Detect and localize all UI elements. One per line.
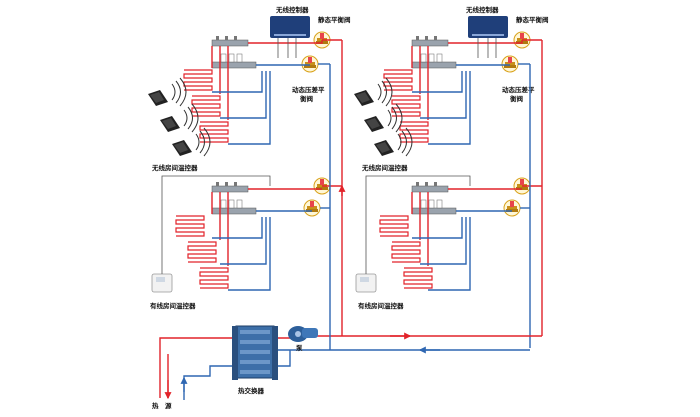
wireless-thermostat-3 — [171, 127, 211, 157]
coil-ru-2 — [391, 95, 421, 117]
dynamic-valve-left-lower — [303, 199, 321, 217]
label-wireless-thermostat-right: 无线房间温控器 — [361, 163, 408, 172]
label-wired-thermostat-left: 有线房间温控器 — [150, 301, 196, 310]
left-lower-unit: 有线房间温控器 — [150, 175, 331, 310]
wireless-thermostat-1 — [147, 77, 187, 107]
supply-to-source — [159, 337, 232, 398]
label-dynamic-valve-right-2: 衡阀 — [510, 94, 524, 103]
return-to-source — [183, 365, 232, 400]
left-upper-unit: 无线控制器 静态平衡阀 动态压差平 衡阀 无线房间温控器 — [147, 5, 351, 172]
label-heat-source: 热 源 — [152, 401, 172, 410]
right-lower-unit: 有线房间温控器 — [355, 175, 531, 310]
wireless-controller-left — [270, 16, 310, 38]
label-static-valve-left: 静态平衡阀 — [318, 15, 351, 24]
heat-exchanger — [232, 325, 278, 380]
label-wireless-thermostat-left: 无线房间温控器 — [151, 163, 198, 172]
wired-thermostat-right — [355, 273, 377, 293]
manifold-right-upper — [411, 35, 457, 69]
coil-lu-1 — [183, 69, 213, 91]
label-wireless-controller-right: 无线控制器 — [465, 5, 499, 14]
label-dynamic-valve-right-1: 动态压差平 — [502, 85, 535, 94]
label-wireless-controller-left: 无线控制器 — [275, 5, 309, 14]
dynamic-valve-right-lower — [503, 199, 521, 217]
dynamic-valve-left — [301, 55, 319, 73]
coil-ll-1 — [175, 215, 205, 237]
wireless-controller-right — [468, 16, 508, 38]
coil-lu-2 — [191, 95, 221, 117]
label-pump: 泵 — [295, 343, 303, 352]
coil-rl-3 — [403, 267, 433, 289]
wired-thermostat-left — [151, 273, 173, 293]
label-wired-thermostat-right: 有线房间温控器 — [358, 301, 404, 310]
manifold-left-lower — [211, 181, 257, 215]
manifold-right-lower — [411, 181, 457, 215]
coil-rl-1 — [379, 215, 409, 237]
coil-rl-2 — [391, 241, 421, 263]
label-heat-exchanger: 热交换器 — [238, 386, 265, 395]
dynamic-valve-right — [501, 55, 519, 73]
label-static-valve-right: 静态平衡阀 — [516, 15, 549, 24]
coil-ru-3 — [399, 121, 429, 143]
main-risers — [159, 39, 543, 400]
coil-ll-3 — [199, 267, 229, 289]
label-dynamic-valve-left-1: 动态压差平 — [292, 85, 325, 94]
manifold-left-upper — [211, 35, 257, 69]
coil-ll-2 — [187, 241, 217, 263]
label-dynamic-valve-left-2: 衡阀 — [300, 94, 314, 103]
wireless-thermostat-6 — [373, 127, 413, 157]
right-upper-unit: 无线控制器 静态平衡阀 动态压差平 衡阀 无线房间温控器 — [353, 5, 549, 172]
pump-icon — [288, 326, 318, 342]
